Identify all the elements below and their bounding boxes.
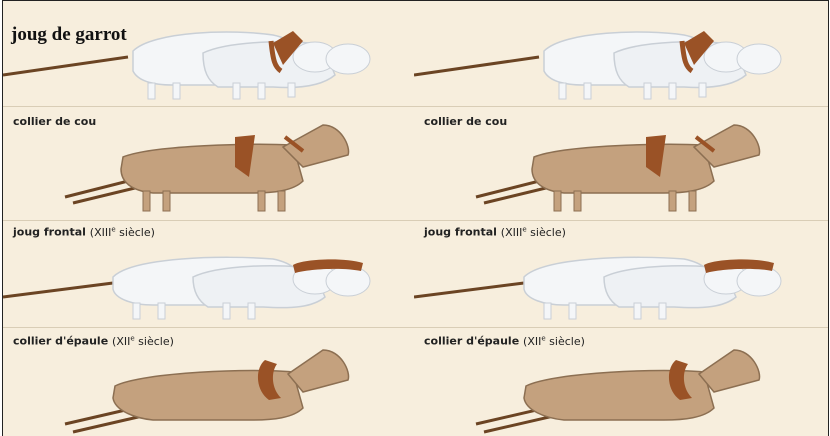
century-roman: XIII bbox=[94, 226, 111, 239]
label-text: collier d'épaule bbox=[424, 335, 519, 348]
panel-label-collier-cou: collier de cou bbox=[13, 115, 96, 128]
century-word: siècle bbox=[138, 335, 169, 348]
panel-collier-epaule: collier d'épaule (XIIe siècle) bbox=[3, 328, 414, 436]
century-suffix: e bbox=[130, 334, 134, 342]
oxen-withers-yoke-illustration bbox=[3, 1, 414, 105]
century-word: siècle bbox=[119, 226, 150, 239]
panel-label-collier-cou: collier de cou bbox=[424, 115, 507, 128]
panel-label-joug-frontal: joug frontal (XIIIe siècle) bbox=[424, 225, 566, 239]
label-text: collier d'épaule bbox=[13, 335, 108, 348]
ox-head-2 bbox=[326, 266, 370, 296]
draft-pole bbox=[3, 283, 113, 297]
label-century: (XIIIe siècle) bbox=[90, 226, 155, 239]
panel-joug-garrot bbox=[414, 1, 828, 105]
horse-body bbox=[532, 144, 714, 193]
panel-label-collier-epaule: collier d'épaule (XIIe siècle) bbox=[13, 334, 174, 348]
panel-collier-cou: collier de cou bbox=[3, 107, 414, 219]
label-century: (XIIIe siècle) bbox=[501, 226, 566, 239]
century-suffix: e bbox=[522, 225, 526, 233]
century-suffix: e bbox=[541, 334, 545, 342]
right-column: collier de cou joug frontal (XIIIe siècl… bbox=[414, 0, 829, 436]
century-word: siècle bbox=[530, 226, 561, 239]
ox-head-2 bbox=[737, 266, 781, 296]
left-column: joug de garrot collier de cou bbox=[2, 0, 415, 436]
panel-label-joug-frontal: joug frontal (XIIIe siècle) bbox=[13, 225, 155, 239]
draft-pole bbox=[414, 283, 524, 297]
horse-head bbox=[699, 350, 760, 392]
panel-label-collier-epaule: collier d'épaule (XIIe siècle) bbox=[424, 334, 585, 348]
century-roman: XII bbox=[116, 335, 130, 348]
label-text: joug frontal bbox=[13, 226, 86, 239]
horse-head bbox=[288, 350, 349, 392]
century-word: siècle bbox=[549, 335, 580, 348]
label-century: (XIIe siècle) bbox=[112, 335, 174, 348]
century-roman: XIII bbox=[505, 226, 522, 239]
century-roman: XII bbox=[527, 335, 541, 348]
label-text: joug frontal bbox=[424, 226, 497, 239]
panel-joug-frontal: joug frontal (XIIIe siècle) bbox=[414, 221, 828, 326]
century-suffix: e bbox=[111, 225, 115, 233]
main-title: joug de garrot bbox=[11, 24, 127, 46]
panel-joug-garrot bbox=[3, 1, 414, 105]
ox-head-2 bbox=[326, 44, 370, 74]
horse-body bbox=[121, 144, 303, 193]
draft-pole bbox=[414, 57, 539, 75]
panel-collier-cou: collier de cou bbox=[414, 107, 828, 219]
draft-pole bbox=[3, 57, 128, 75]
panel-collier-epaule: collier d'épaule (XIIe siècle) bbox=[414, 328, 828, 436]
ox-head-2 bbox=[737, 44, 781, 74]
panel-joug-frontal: joug frontal (XIIIe siècle) bbox=[3, 221, 414, 326]
label-century: (XIIe siècle) bbox=[523, 335, 585, 348]
oxen-withers-yoke-illustration bbox=[414, 1, 828, 105]
